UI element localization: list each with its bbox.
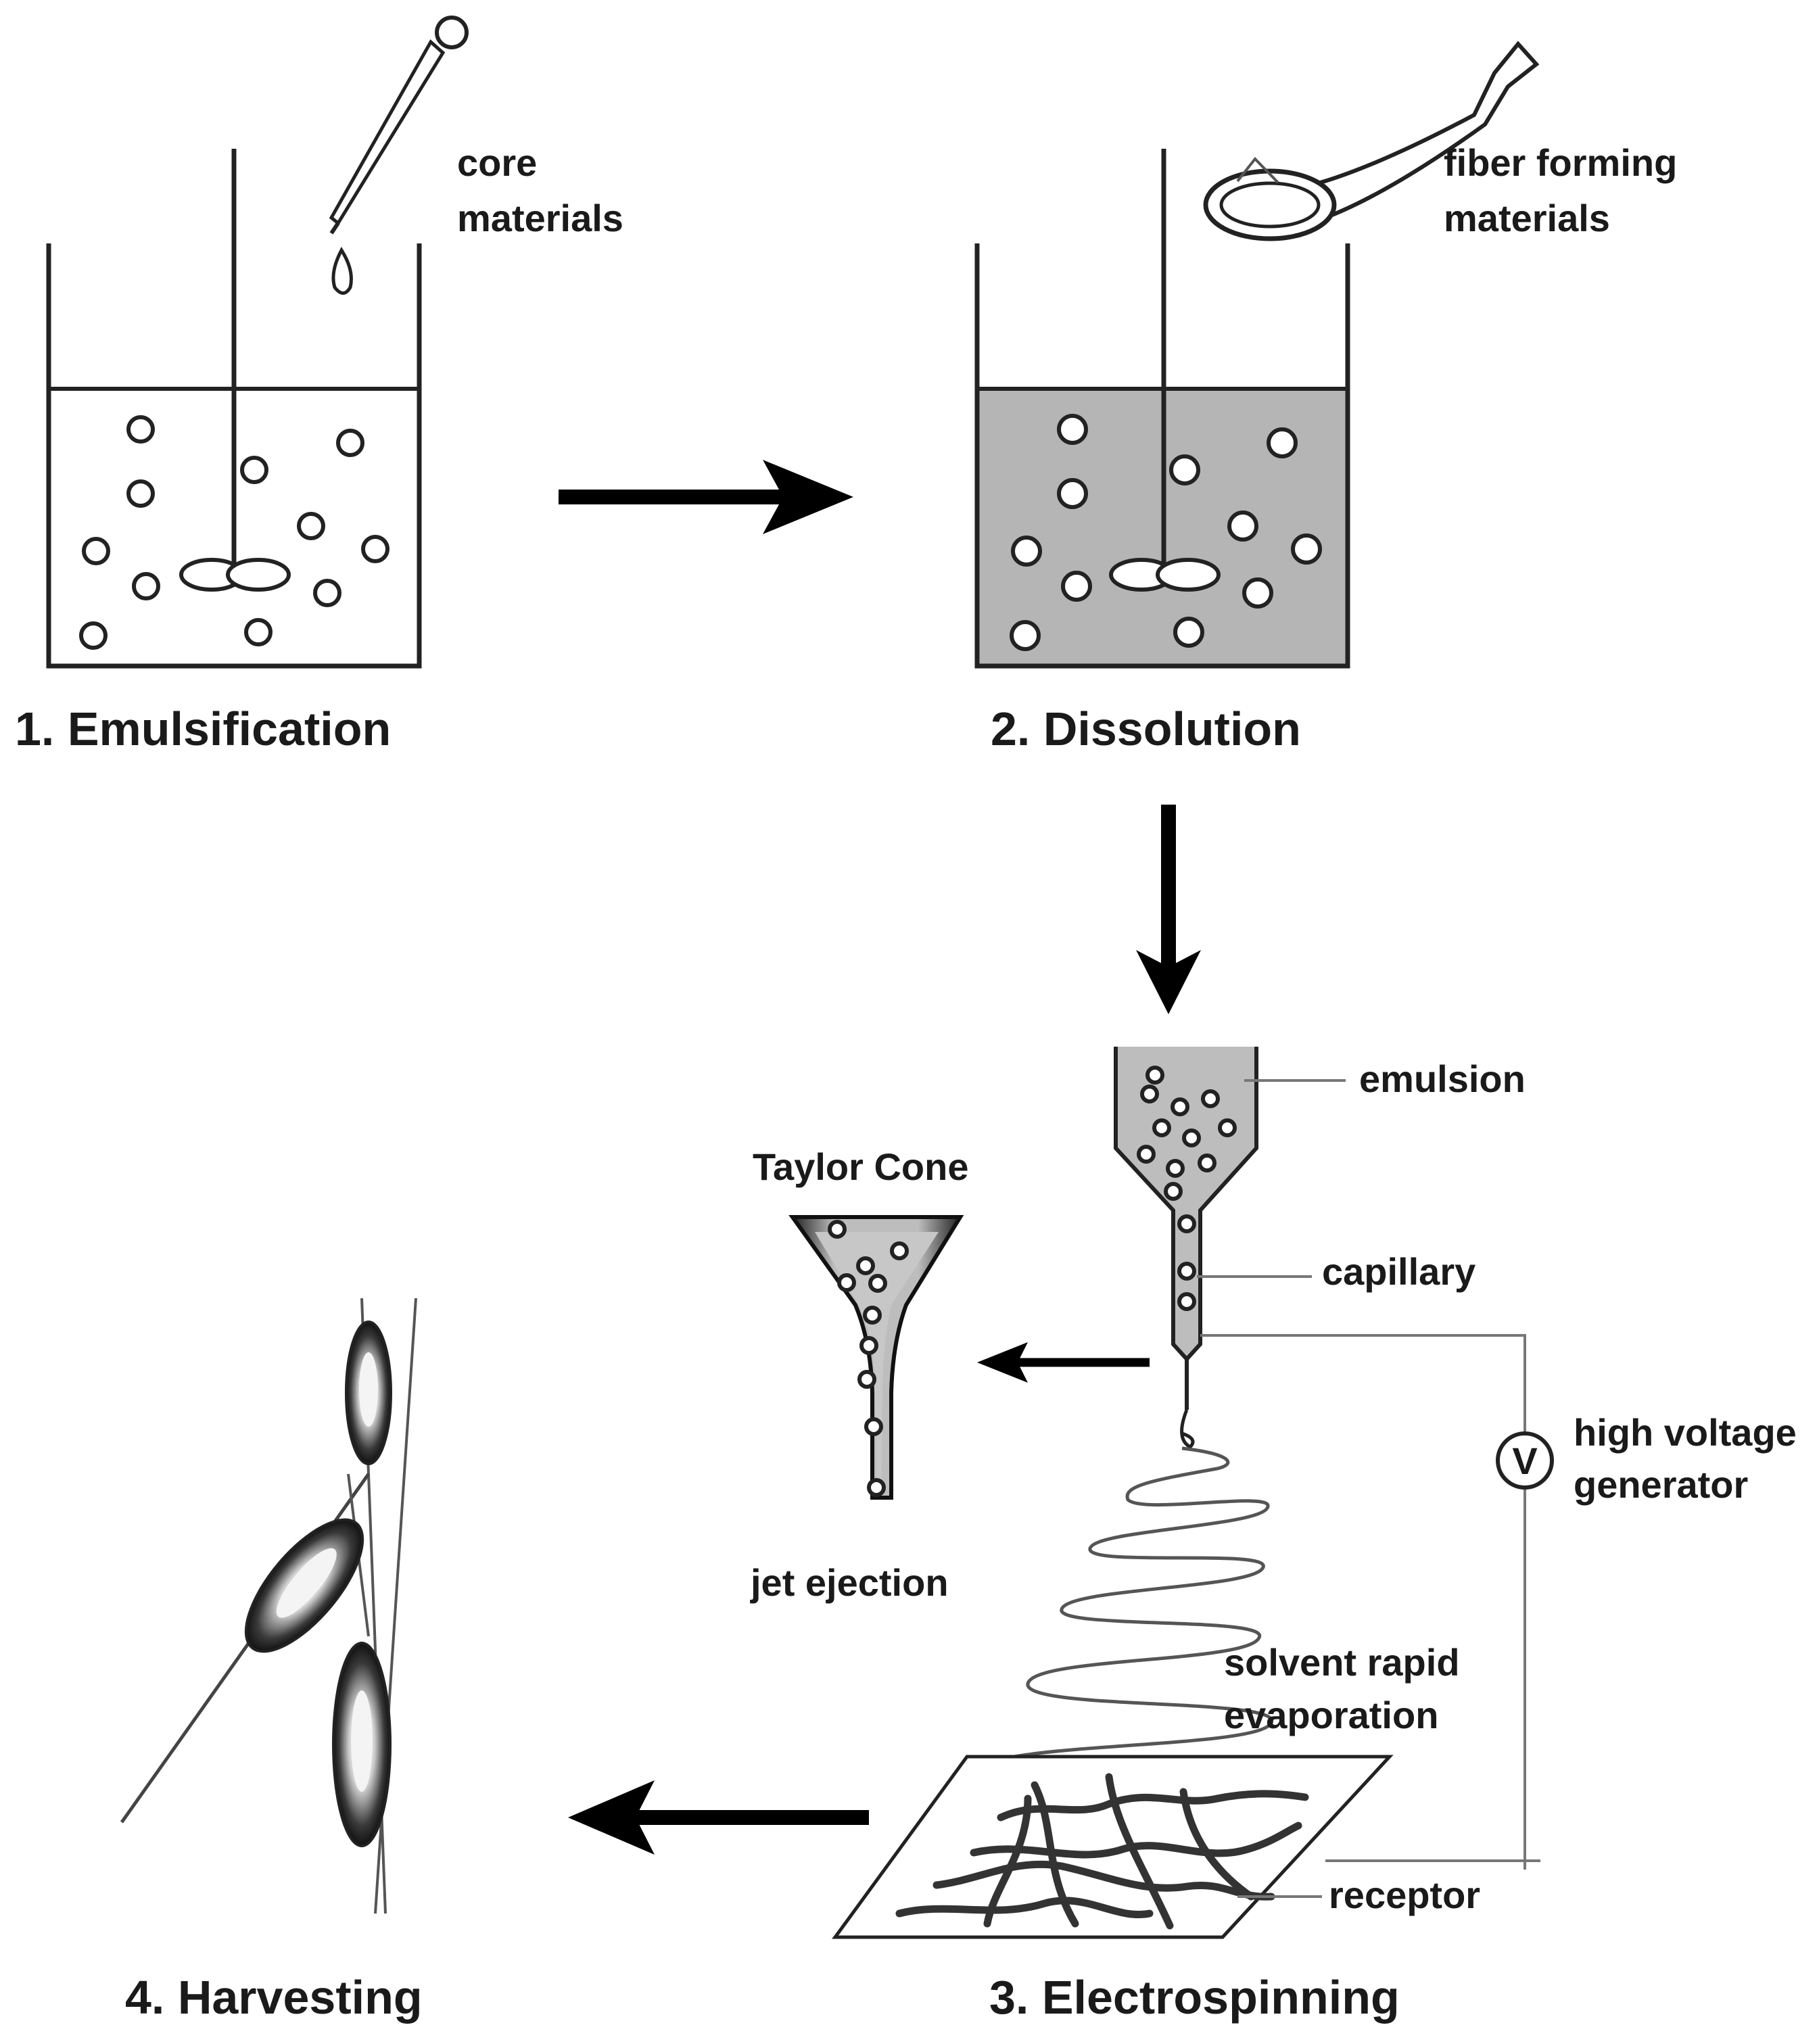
taylor-cone-inset (788, 1215, 964, 1500)
taylor-cone-droplets (828, 1220, 909, 1497)
arrow-left-small-icon (977, 1342, 1150, 1383)
arrow-right-icon (559, 460, 853, 534)
step-4-label: 4. Harvesting (125, 1971, 423, 2024)
step-1-label: 1. Emulsification (15, 703, 391, 755)
emulsion-droplets (79, 415, 389, 650)
fiber-bead-middle (244, 1518, 364, 1653)
fiber-bead-top (345, 1321, 392, 1465)
fiber-forming-label-2: materials (1444, 197, 1610, 239)
receptor-label: receptor (1329, 1874, 1480, 1916)
core-materials-label-1: core (457, 141, 537, 184)
receptor-plate (832, 1755, 1394, 1939)
voltage-generator-icon: V (1496, 1431, 1554, 1490)
voltage-symbol: V (1512, 1440, 1537, 1482)
solvent-evaporation-label-1: solvent rapid (1224, 1641, 1460, 1684)
core-materials-label-2: materials (457, 197, 623, 239)
high-voltage-label-1: high voltage (1574, 1411, 1797, 1454)
emulsion-droplets-in-syringe (1137, 1066, 1237, 1311)
solvent-evaporation-label-2: evaporation (1224, 1694, 1438, 1736)
capillary-label: capillary (1322, 1250, 1475, 1293)
jet-ejection-label: jet ejection (750, 1561, 949, 1604)
collected-fibers (895, 1773, 1309, 1930)
dropper-icon (329, 16, 469, 295)
arrow-down-icon (1136, 805, 1201, 1014)
harvested-beaded-fibers (120, 1298, 417, 1914)
circuit-wire (1200, 1334, 1540, 1870)
dissolution-droplets (1010, 414, 1322, 651)
whipping-jet-spiral (974, 1446, 1273, 1814)
emulsification-beaker (46, 149, 422, 669)
emulsion-label: emulsion (1359, 1057, 1526, 1100)
spoon-icon (1203, 41, 1540, 241)
arrow-left-icon (568, 1780, 869, 1855)
fiber-bead-bottom (332, 1642, 392, 1847)
taylor-cone-label: Taylor Cone (753, 1145, 968, 1188)
step-3-label: 3. Electrospinning (989, 1971, 1400, 2024)
fiber-forming-label-1: fiber forming (1444, 141, 1677, 184)
step-2-label: 2. Dissolution (991, 703, 1301, 755)
high-voltage-label-2: generator (1574, 1463, 1748, 1506)
dissolution-beaker (974, 149, 1350, 669)
syringe-reservoir (1114, 1047, 1258, 1450)
